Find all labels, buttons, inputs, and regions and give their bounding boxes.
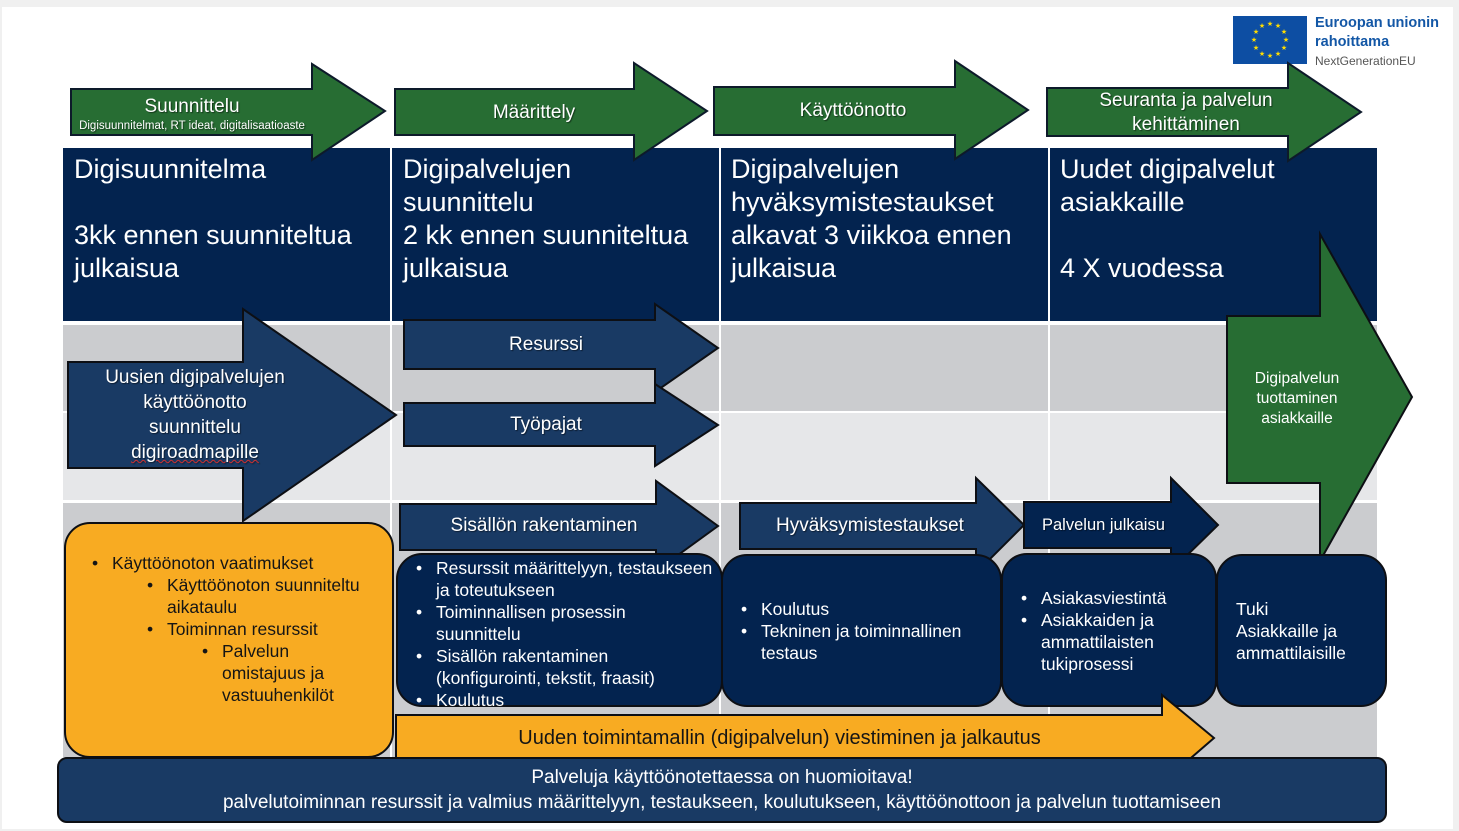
list-item: Toiminnan resurssit xyxy=(141,618,382,640)
header-cell-1 xyxy=(63,148,390,321)
svg-text:★: ★ xyxy=(1267,52,1273,60)
phase-arrow-maarittely xyxy=(394,61,709,162)
svg-text:★: ★ xyxy=(1281,44,1287,52)
hyvaksymistestaukset-label: Hyväksymistestaukset xyxy=(776,515,964,536)
phase-subtitle: Digisuunnitelmat, RT ideat, digitalisaat… xyxy=(79,120,305,132)
hyvaksymistestaukset-arrow xyxy=(739,475,1026,576)
list-item: Resurssit määrittelyyn, testaukseen ja t… xyxy=(410,557,713,601)
svg-text:★: ★ xyxy=(1267,20,1273,28)
eu-flag-icon: ★★★ ★★★ ★★★ ★★★ xyxy=(1233,16,1307,64)
phase-label-kayttoonotto: Käyttöönotto xyxy=(799,100,907,121)
phase-label-seuranta: Seuranta ja palvelun kehittäminen xyxy=(1099,90,1273,135)
planning-line: käyttöönotto xyxy=(143,392,247,413)
header-text-1: Digisuunnitelma 3kk ennen suunniteltua j… xyxy=(74,154,352,283)
phase-arrow-seuranta xyxy=(1046,61,1363,163)
list-item: Tekninen ja toiminnallinen testaus xyxy=(735,620,992,664)
content-box: Resurssit määrittelyyn, testaukseen ja t… xyxy=(396,553,723,711)
svg-text:★: ★ xyxy=(1283,36,1289,44)
grid-cell xyxy=(721,413,1048,500)
support-text: Asiakkaille ja ammattilaisille xyxy=(1236,621,1346,663)
list-item: Asiakkaiden ja ammattilaisten tukiproses… xyxy=(1015,609,1209,675)
content-list: Resurssit määrittelyyn, testaukseen ja t… xyxy=(410,557,713,711)
eu-logo-title-line2: rahoittama xyxy=(1315,34,1390,50)
header-cell-3 xyxy=(721,148,1048,321)
requirements-list: Käyttöönoton vaatimuksetKäyttöönoton suu… xyxy=(86,552,382,706)
list-item: Palvelun omistajuus ja vastuuhenkilöt xyxy=(196,640,372,706)
svg-text:★: ★ xyxy=(1253,28,1259,36)
testing-list: KoulutusTekninen ja toiminnallinen testa… xyxy=(735,598,992,664)
release-list: AsiakasviestintäAsiakkaiden ja ammattila… xyxy=(1015,587,1209,675)
header-text-3: Digipalvelujen hyväksymistestaukset alka… xyxy=(731,154,1012,283)
tuottaminen-line: asiakkaille xyxy=(1261,410,1333,427)
grid-cell xyxy=(721,325,1048,411)
tuottaminen-line: Digipalvelun xyxy=(1254,370,1340,387)
planning-line: suunnittelu xyxy=(149,417,241,438)
list-item: Koulutus xyxy=(735,598,992,620)
planning-line: Uusien digipalvelujen xyxy=(105,367,285,388)
planning-arrow xyxy=(67,307,398,523)
footer-title: Palveluja käyttöönotettaessa on huomioit… xyxy=(531,767,913,788)
phase-arrow-kayttoonotto xyxy=(713,59,1030,161)
planning-line: digiroadmapille xyxy=(131,442,259,463)
tyopajat-arrow xyxy=(403,382,720,468)
svg-text:★: ★ xyxy=(1259,22,1265,30)
phase-title: Suunnittelu xyxy=(144,96,240,117)
header-cell-2 xyxy=(392,148,719,321)
resurssi-label: Resurssi xyxy=(509,334,583,355)
testing-box: KoulutusTekninen ja toiminnallinen testa… xyxy=(721,554,1002,707)
eu-logo-subtitle: NextGenerationEU xyxy=(1315,54,1416,68)
footer-text: palvelutoiminnan resurssit ja valmius mä… xyxy=(222,792,1222,813)
palvelun-julkaisu-arrow xyxy=(1023,475,1220,574)
list-item: Käyttöönoton suunniteltu aikataulu xyxy=(141,574,382,618)
viestiminen-label: Uuden toimintamallin (digipalvelun) vies… xyxy=(518,726,1041,749)
header-text-2: Digipalvelujen suunnittelu 2 kk ennen su… xyxy=(403,154,689,283)
tuottaminen-arrow xyxy=(1226,230,1414,565)
tyopajat-label: Työpajat xyxy=(510,413,582,435)
list-item: Koulutus xyxy=(410,689,713,711)
footer-note: Palveluja käyttöönotettaessa on huomioit… xyxy=(57,757,1387,823)
support-title: Tuki xyxy=(1236,599,1269,619)
phase-label-suunnittelu: Suunnittelu Digisuunnitelmat, RT ideat, … xyxy=(72,90,312,140)
tuottaminen-line: tuottaminen xyxy=(1256,390,1338,407)
list-item: Käyttöönoton vaatimukset xyxy=(86,552,382,574)
header-text-4: Uudet digipalvelut asiakkaille 4 X vuode… xyxy=(1060,154,1275,283)
list-item: Asiakasviestintä xyxy=(1015,587,1209,609)
eu-logo-title: Euroopan unionin rahoittama xyxy=(1315,14,1439,52)
resurssi-arrow xyxy=(403,302,720,394)
svg-text:★: ★ xyxy=(1275,50,1281,58)
svg-text:★: ★ xyxy=(1259,50,1265,58)
svg-text:★: ★ xyxy=(1281,28,1287,36)
svg-text:★: ★ xyxy=(1253,44,1259,52)
svg-text:★: ★ xyxy=(1251,36,1257,44)
support-box: Tuki Asiakkaille ja ammattilaisille xyxy=(1216,554,1387,707)
list-item: Sisällön rakentaminen (konfigurointi, te… xyxy=(410,645,713,689)
phase-arrow-suunnittelu xyxy=(70,62,387,162)
sisallon-rakentaminen-label: Sisällön rakentaminen xyxy=(450,515,638,536)
phase-label-maarittely: Määrittely xyxy=(492,102,576,123)
list-item: Toiminnallisen prosessin suunnittelu xyxy=(410,601,713,645)
svg-text:★: ★ xyxy=(1275,22,1281,30)
palvelun-julkaisu-label: Palvelun julkaisu xyxy=(1042,515,1165,534)
release-box: AsiakasviestintäAsiakkaiden ja ammattila… xyxy=(1001,553,1217,707)
planning-arrow-label: Uusien digipalvelujen käyttöönotto suunn… xyxy=(70,362,320,468)
requirements-box: Käyttöönoton vaatimuksetKäyttöönoton suu… xyxy=(64,522,394,758)
eu-logo-title-line1: Euroopan unionin xyxy=(1315,15,1440,31)
tuottaminen-label: Digipalvelun tuottaminen asiakkaille xyxy=(1228,360,1366,438)
sisallon-rakentaminen-arrow xyxy=(399,479,720,573)
